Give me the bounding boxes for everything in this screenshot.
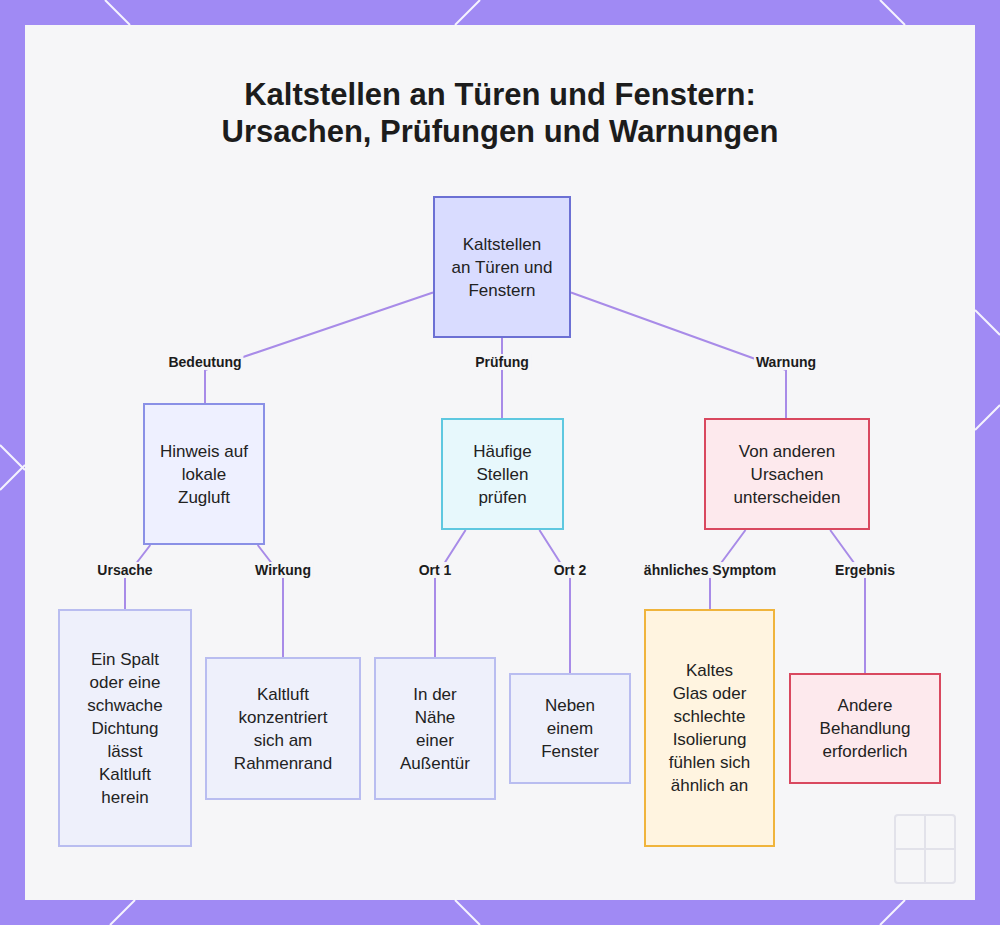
node-text: Häufige Stellen prüfen — [459, 440, 546, 509]
connector-line — [539, 530, 570, 673]
connector-line — [435, 530, 466, 657]
node-text: Kaltluft konzentriert sich am Rahmenrand — [231, 683, 335, 775]
node-text: Von anderen Ursachen unterscheiden — [722, 440, 852, 509]
edge-label: Ursache — [95, 562, 154, 578]
node-text: Hinweis auf lokale Zugluft — [159, 440, 249, 509]
node-text: Neben einem Fenster — [533, 694, 607, 763]
node-text: Ein Spalt oder eine schwache Dichtung lä… — [82, 648, 168, 809]
warning-box: Von anderen Ursachen unterscheiden — [704, 418, 870, 530]
edge-label: Ort 1 — [417, 562, 454, 578]
category-box: Hinweis auf lokale Zugluft — [143, 403, 265, 545]
edge-label: ähnliches Symptom — [642, 562, 778, 578]
connector-line — [205, 293, 433, 403]
diagram-title: Kaltstellen an Türen und Fenstern: Ursac… — [190, 76, 810, 150]
node-text: Kaltstellen an Türen und Fenstern — [451, 233, 553, 302]
leaf-box: Ein Spalt oder eine schwache Dichtung lä… — [58, 609, 192, 847]
node-text: Kaltes Glas oder schlechte Isolierung fü… — [668, 659, 751, 797]
root-box: Kaltstellen an Türen und Fenstern — [433, 196, 571, 338]
edge-label: Prüfung — [473, 354, 531, 370]
leaf-box: Kaltluft konzentriert sich am Rahmenrand — [205, 657, 361, 800]
edge-label: Warnung — [754, 354, 818, 370]
connector-line — [830, 530, 865, 673]
result-box: Andere Behandlung erforderlich — [789, 673, 941, 784]
category-box: Häufige Stellen prüfen — [441, 418, 564, 530]
leaf-box: Neben einem Fenster — [509, 673, 631, 784]
connector-line — [501, 338, 503, 418]
edge-label: Ergebnis — [833, 562, 897, 578]
edge-label: Ort 2 — [552, 562, 589, 578]
similar-symptom-box: Kaltes Glas oder schlechte Isolierung fü… — [644, 609, 775, 847]
node-text: In der Nähe einer Außentür — [398, 683, 472, 775]
edge-label: Bedeutung — [166, 354, 243, 370]
node-text: Andere Behandlung erforderlich — [813, 694, 917, 763]
edge-label: Wirkung — [253, 562, 313, 578]
leaf-box: In der Nähe einer Außentür — [374, 657, 496, 800]
